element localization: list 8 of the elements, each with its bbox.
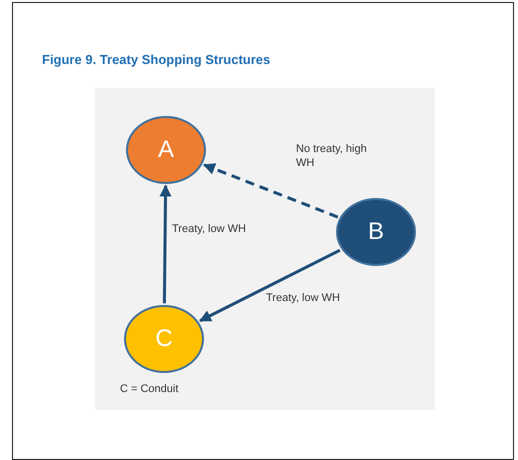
arrow: [160, 184, 172, 304]
edge-label: Treaty, low WH: [172, 222, 247, 236]
note-text: C = Conduit: [120, 382, 178, 396]
arrow: [199, 248, 341, 322]
edge-label: No treaty, high WH: [296, 142, 368, 170]
edge-label: Treaty, low WH: [266, 291, 341, 305]
arrow: [203, 163, 338, 218]
figure-title: Figure 9. Treaty Shopping Structures: [42, 52, 270, 67]
